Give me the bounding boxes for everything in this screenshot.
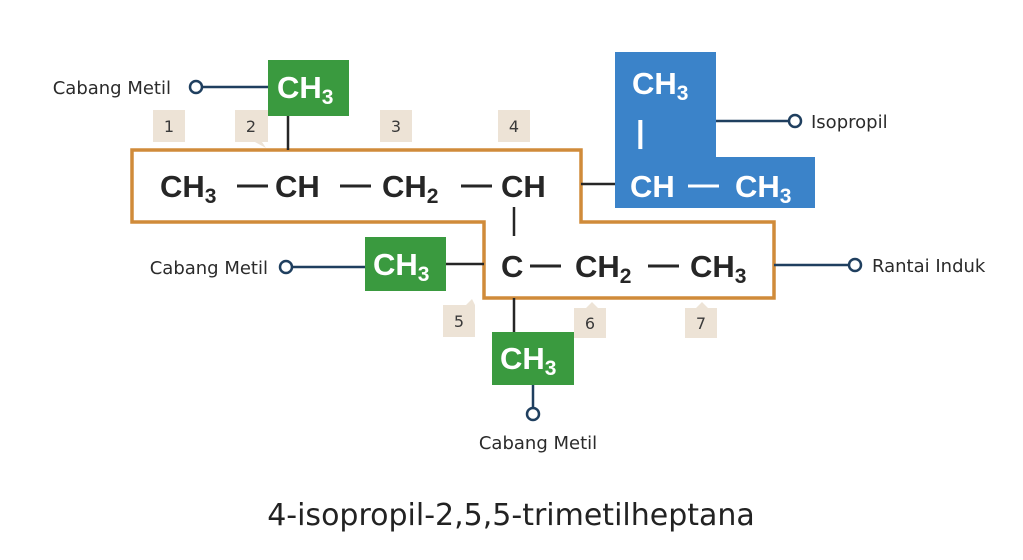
label-parent-chain: Rantai Induk (872, 256, 986, 277)
badge-4-text: 4 (509, 117, 519, 136)
badge-2-text: 2 (246, 117, 256, 136)
label-methyl-mid: Cabang Metil (150, 258, 268, 279)
methyl-bottom-text: CH3 (500, 341, 556, 380)
label-isopropyl: Isopropil (811, 112, 888, 133)
chem-ch2-3: CH2 (382, 169, 438, 208)
badge-7: 7 (685, 302, 717, 338)
bond-dash-4: — (530, 246, 561, 281)
bond-dash-5: — (648, 246, 679, 281)
chem-c-5: C (501, 249, 523, 284)
bond-lines (286, 116, 615, 332)
bond-dash-2: — (340, 166, 371, 201)
badge-2: 2 (235, 110, 268, 148)
chem-ch2-6: CH2 (575, 249, 631, 288)
isopropyl-bond-bar: | (636, 114, 645, 149)
chem-ch-2: CH (275, 169, 320, 204)
badge-5: 5 (443, 299, 475, 337)
isopropyl-block (615, 52, 815, 208)
chem-ch3-7: CH3 (690, 249, 746, 288)
badge-6: 6 (574, 302, 606, 338)
isopropyl-ch: CH (630, 169, 675, 204)
isopropyl-ch3-top: CH3 (632, 66, 688, 105)
badge-6-text: 6 (585, 314, 595, 333)
chem-ch3-1: CH3 (160, 169, 216, 208)
methyl-box-top (268, 60, 349, 116)
connectors (188, 79, 863, 422)
badge-5-text: 5 (454, 312, 464, 331)
label-methyl-bottom: Cabang Metil (479, 433, 597, 454)
badge-1: 1 (153, 110, 185, 142)
number-badges: 1 2 3 4 5 6 7 (153, 110, 717, 338)
bond-dash-3: — (461, 166, 492, 201)
methyl-box-bottom (492, 332, 574, 385)
chem-ch-4: CH (501, 169, 546, 204)
badge-3: 3 (380, 110, 412, 142)
isopropyl-ch3-right: CH3 (735, 169, 791, 208)
bond-dash-1: — (237, 166, 268, 201)
badge-4: 4 (498, 110, 530, 142)
methyl-box-mid (365, 237, 446, 291)
methyl-mid-text: CH3 (373, 247, 429, 286)
parent-chain-outline (130, 148, 776, 300)
label-methyl-top: Cabang Metil (53, 78, 171, 99)
compound-name: 4-isopropil-2,5,5-trimetilheptana (267, 498, 755, 533)
badge-7-text: 7 (696, 314, 706, 333)
badge-1-text: 1 (164, 117, 174, 136)
isopropyl-dash: — (688, 166, 719, 201)
methyl-top-text: CH3 (277, 70, 333, 109)
badge-3-text: 3 (391, 117, 401, 136)
